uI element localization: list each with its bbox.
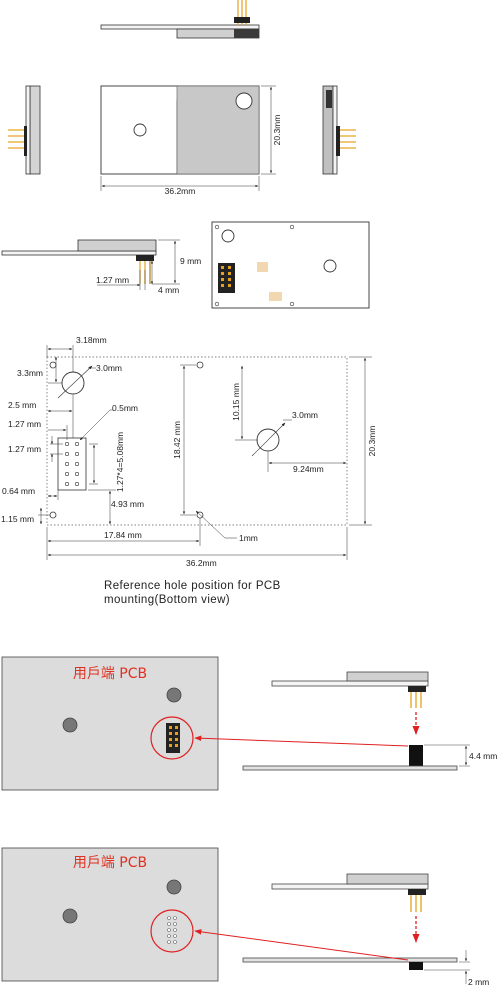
- dim-127-a: 1.27 mm: [8, 419, 41, 429]
- module-top-edge-view: [100, 0, 260, 39]
- dim-127-b: 1.27 mm: [8, 444, 41, 454]
- dim-1842: 18.42 mm: [172, 421, 182, 459]
- hole-right-dia-label: 3.0mm: [292, 410, 318, 420]
- mount-option-b: 用戶端 PCB 2 mm: [1, 847, 489, 987]
- gap-label-a: 4.4 mm: [469, 751, 497, 761]
- dim-362: 36.2mm: [186, 558, 217, 568]
- dim-1015: 10.15 mm: [231, 383, 241, 421]
- module-top-view: 36.2mm 20.3mm: [100, 85, 282, 196]
- caption-line-2: mounting(Bottom view): [104, 594, 230, 606]
- dim-115: 1.15 mm: [1, 514, 34, 524]
- dim-05: 0.5mm: [112, 403, 138, 413]
- top-height-label: 20.3mm: [272, 115, 282, 146]
- customer-pcb-label-a: 用戶端 PCB: [73, 666, 147, 682]
- side-pin-length-label: 4 mm: [158, 285, 179, 295]
- customer-pcb-a: [1, 656, 219, 791]
- mount-option-a: 用戶端 PCB 4.4 mm: [1, 656, 497, 791]
- module-side-detail-view: 9 mm 1.27 mm 4 mm: [1, 239, 201, 295]
- side-height-label: 9 mm: [180, 256, 201, 266]
- dim-924: 9.24mm: [293, 464, 324, 474]
- dim-25: 2.5 mm: [8, 400, 36, 410]
- customer-pcb-b: [1, 847, 219, 982]
- module-right-edge-view: [322, 85, 356, 175]
- dim-318: 3.18mm: [76, 335, 107, 345]
- gap-label-b: 2 mm: [468, 977, 489, 987]
- dim-203: 20.3mm: [367, 426, 377, 457]
- module-left-edge-view: [8, 85, 41, 175]
- customer-pcb-label-b: 用戶端 PCB: [73, 855, 147, 871]
- side-pitch-label: 1.27 mm: [96, 275, 129, 285]
- hole-left-dia-label: 3.0mm: [96, 363, 122, 373]
- top-width-label: 36.2mm: [165, 186, 196, 196]
- module-bottom-board-view: [211, 221, 370, 309]
- dim-1mm: 1mm: [239, 533, 258, 543]
- dim-493: 4.93 mm: [111, 499, 144, 509]
- dim-064: 0.64 mm: [2, 486, 35, 496]
- left-mount-hole: [61, 371, 85, 395]
- dim-1784: 17.84 mm: [104, 530, 142, 540]
- hole-position-drawing: 3.0mm 3.0mm 3.18mm 3.3mm 2.5: [1, 335, 377, 606]
- dim-508: 1.27*4=5.08mm: [115, 432, 125, 492]
- caption-line-1: Reference hole position for PCB: [104, 580, 281, 592]
- dim-33: 3.3mm: [17, 368, 43, 378]
